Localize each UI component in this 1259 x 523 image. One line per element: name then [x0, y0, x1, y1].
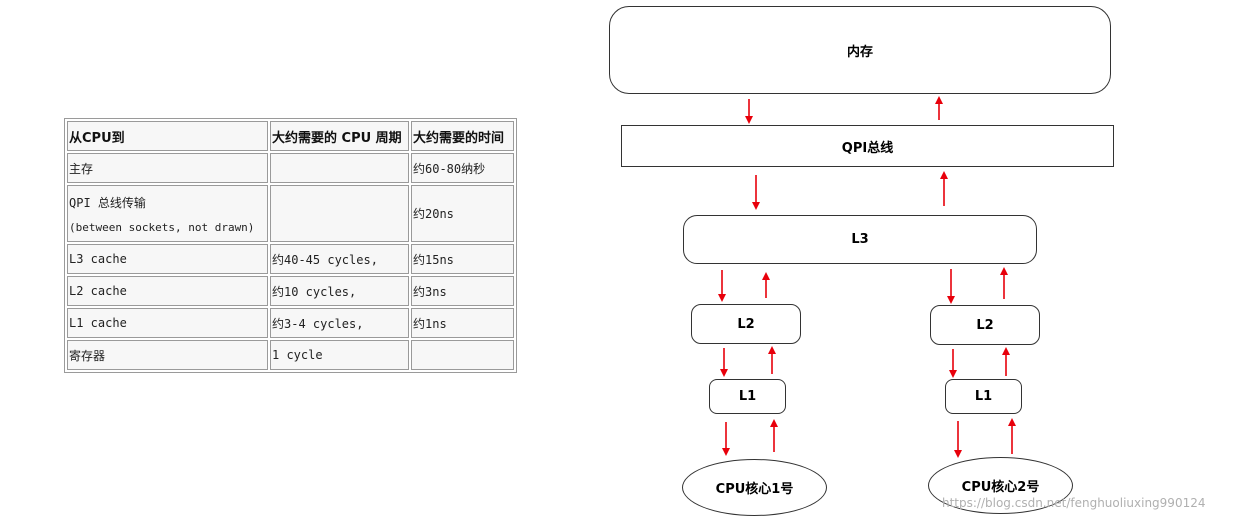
l2-right-label: L2 — [976, 317, 994, 333]
cpu-core-1-node: CPU核心1号 — [682, 459, 827, 516]
l2-cache-right-node: L2 — [930, 305, 1040, 345]
table-cell: 主存 — [67, 153, 268, 183]
table-row: L2 cache 约10 cycles, 约3ns — [67, 276, 514, 306]
l3-cache-node: L3 — [683, 215, 1037, 264]
table-cell: 约1ns — [411, 308, 514, 338]
table-cell: 约40-45 cycles, — [270, 244, 409, 274]
watermark-text: https://blog.csdn.net/fenghuoliuxing9901… — [942, 496, 1206, 510]
table-cell: QPI 总线传输 (between sockets, not drawn) — [67, 185, 268, 242]
table-cell: L1 cache — [67, 308, 268, 338]
l3-label: L3 — [851, 232, 869, 247]
table-cell — [411, 340, 514, 370]
l1-right-label: L1 — [974, 389, 993, 404]
table-header-row: 从CPU到 大约需要的 CPU 周期 大约需要的时间 — [67, 121, 514, 151]
table-cell — [270, 153, 409, 183]
table-cell — [270, 185, 409, 242]
table-row: 主存 约60-80纳秒 — [67, 153, 514, 183]
table-row: QPI 总线传输 (between sockets, not drawn) 约2… — [67, 185, 514, 242]
l1-cache-left-node: L1 — [709, 379, 786, 414]
table-row: L1 cache 约3-4 cycles, 约1ns — [67, 308, 514, 338]
qpi-bus-node: QPI总线 — [621, 125, 1114, 167]
table-cell: 约10 cycles, — [270, 276, 409, 306]
qpi-bus-label: QPI总线 — [841, 140, 894, 156]
cpu-core-2-label: CPU核心2号 — [961, 480, 1040, 495]
l1-left-label: L1 — [738, 389, 757, 404]
l2-cache-left-node: L2 — [691, 304, 801, 344]
cell-note-text: (between sockets, not drawn) — [69, 220, 255, 234]
table-cell: 约3ns — [411, 276, 514, 306]
table-cell: 约20ns — [411, 185, 514, 242]
table-cell: L2 cache — [67, 276, 268, 306]
cpu-core-2-node: CPU核心2号 — [928, 457, 1073, 514]
table-cell: L3 cache — [67, 244, 268, 274]
memory-label: 内存 — [846, 44, 873, 60]
cpu-core-1-label: CPU核心1号 — [715, 482, 794, 497]
table-cell: 约15ns — [411, 244, 514, 274]
header-cell: 从CPU到 — [67, 121, 268, 151]
table-cell: 约3-4 cycles, — [270, 308, 409, 338]
latency-table: 从CPU到 大约需要的 CPU 周期 大约需要的时间 主存 约60-80纳秒 Q… — [64, 118, 517, 373]
table-row: 寄存器 1 cycle — [67, 340, 514, 370]
memory-node: 内存 — [609, 6, 1111, 94]
table-cell: 寄存器 — [67, 340, 268, 370]
cell-main-text: QPI 总线传输 — [69, 195, 146, 210]
header-cell: 大约需要的时间 — [411, 121, 514, 151]
header-cell: 大约需要的 CPU 周期 — [270, 121, 409, 151]
table-cell: 1 cycle — [270, 340, 409, 370]
table-row: L3 cache 约40-45 cycles, 约15ns — [67, 244, 514, 274]
table-cell: 约60-80纳秒 — [411, 153, 514, 183]
l2-left-label: L2 — [737, 316, 755, 332]
l1-cache-right-node: L1 — [945, 379, 1022, 414]
